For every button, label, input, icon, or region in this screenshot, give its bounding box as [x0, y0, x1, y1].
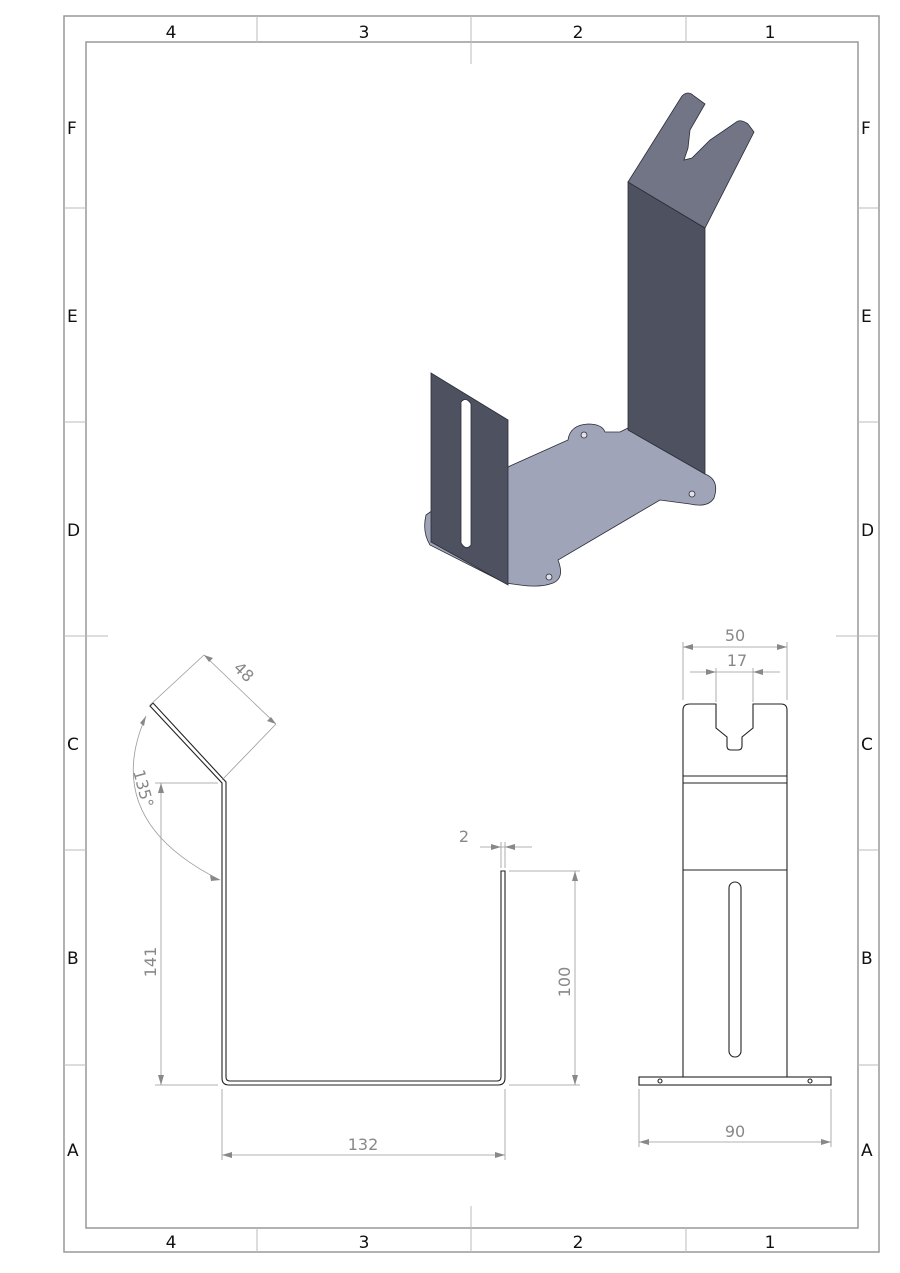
zone-row-b: B: [861, 949, 873, 969]
zone-col-2: 2: [573, 23, 584, 43]
dim-right-height: 100: [555, 967, 574, 998]
zone-col-4: 4: [166, 23, 177, 43]
zone-col-3: 3: [359, 1233, 370, 1253]
side-foot: [638, 1076, 832, 1086]
zone-row-d: D: [67, 521, 80, 541]
zone-dividers: [64, 16, 879, 1252]
outer-border: [63, 15, 880, 1253]
zone-col-3: 3: [359, 23, 370, 43]
zone-row-c: C: [67, 735, 79, 755]
angled-flange: [627, 92, 755, 229]
side-slot: [728, 881, 742, 1058]
column-labels-bottom: 4 3 2 1: [166, 1233, 776, 1253]
zone-row-a: A: [861, 1141, 873, 1161]
zone-col-1: 1: [765, 1233, 776, 1253]
dim-foot-width: 90: [725, 1122, 745, 1141]
zone-row-e: E: [67, 307, 78, 327]
dim-flange-length: 48: [230, 658, 258, 686]
zone-row-f: F: [861, 119, 871, 139]
dim-bend-angle: 135°: [129, 768, 157, 810]
slot: [460, 399, 472, 548]
front-view: 48 135° 141 2 100 132: [129, 654, 580, 1160]
zone-col-2: 2: [573, 1233, 584, 1253]
zone-row-b: B: [67, 949, 79, 969]
front-profile: [149, 702, 506, 1086]
zone-col-4: 4: [166, 1233, 177, 1253]
zone-row-a: A: [67, 1141, 79, 1161]
dim-notch-width: 17: [727, 651, 747, 670]
dim-top-width: 50: [725, 626, 745, 645]
zone-row-f: F: [67, 119, 77, 139]
zone-col-1: 1: [765, 23, 776, 43]
row-labels-right: F E D C B A: [861, 119, 874, 1161]
zone-row-c: C: [861, 735, 873, 755]
zone-row-d: D: [861, 521, 874, 541]
column-labels-top: 4 3 2 1: [166, 23, 776, 43]
row-labels-left: F E D C B A: [67, 119, 80, 1161]
inner-border: [85, 41, 859, 1229]
side-view: 50 17 90: [638, 626, 832, 1147]
zone-row-e: E: [861, 307, 872, 327]
right-wall: [627, 181, 706, 475]
dim-thickness: 2: [459, 827, 469, 846]
dim-base-width: 132: [348, 1135, 379, 1154]
isometric-view: [424, 92, 755, 587]
side-top-outline: [682, 703, 788, 776]
dim-left-height: 141: [141, 947, 160, 978]
